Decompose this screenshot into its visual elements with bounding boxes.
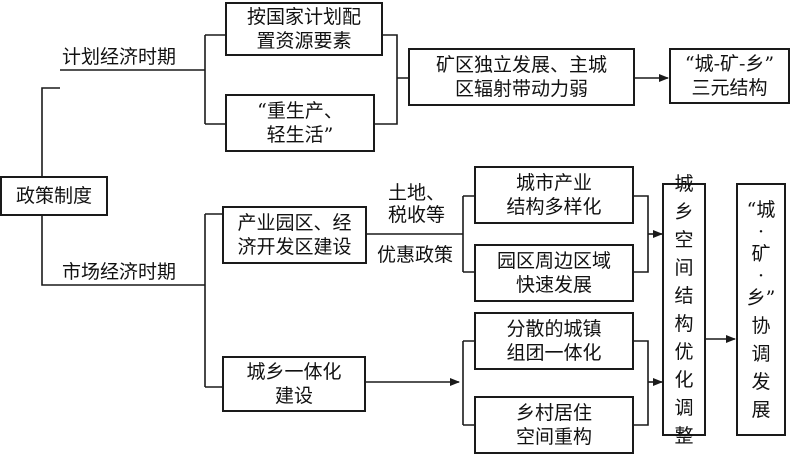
optimization-char-6: 构: [674, 312, 694, 335]
village-bracket-line: [462, 340, 474, 426]
coordinated-char-2: ·: [757, 220, 765, 243]
box-coordinated-development: “城 · 矿 · 乡” 协 调 发 展: [736, 183, 786, 436]
box-urban-rural-integration: 城乡一体化 建设: [222, 356, 366, 412]
box-dispersed-towns: 分散的城镇 组团一体化: [474, 312, 634, 370]
edge-label-preferential-policy: 优惠政策: [377, 244, 454, 266]
box-industrial-parks-line1: 产业园区、经: [237, 212, 352, 234]
optimization-char-9: 调: [674, 396, 694, 419]
edge-label-land-tax-line1: 土地、: [388, 182, 446, 204]
box-urban-rural-integration-line1: 城乡一体化: [246, 361, 342, 383]
coordinated-char-6: 协: [751, 314, 771, 337]
coordinated-char-8: 发: [751, 370, 771, 393]
box-mine-independent: 矿区独立发展、主城 区辐射带动力弱: [408, 48, 635, 106]
coordinated-char-5: 乡”: [746, 286, 776, 309]
box-village-restructure-line2: 空间重构: [515, 426, 592, 448]
box-spatial-optimization: 城 乡 空 间 结 构 优 化 调 整: [662, 173, 706, 447]
box-state-plan: 按国家计划配 置资源要素: [225, 2, 383, 56]
box-industrial-parks-line2: 济开发区建设: [237, 236, 352, 258]
box-park-surroundings-line1: 园区周边区域: [496, 250, 611, 272]
box-ternary-structure-line1: “城-矿-乡”: [684, 53, 775, 75]
coordinated-char-1: “城: [746, 198, 776, 221]
planned-period-label: 计划经济时期: [62, 46, 177, 68]
edge-label-land-tax: 土地、 税收等: [388, 182, 445, 226]
box-production-first-line2: 轻生活”: [266, 124, 334, 146]
box-dispersed-towns-line2: 组团一体化: [506, 342, 602, 364]
results-bracket-line: [462, 195, 474, 273]
box-ternary-structure-line2: 三元结构: [691, 77, 768, 99]
box-industrial-parks: 产业园区、经 济开发区建设: [222, 206, 367, 264]
box-mine-independent-line2: 区辐射带动力弱: [454, 78, 588, 100]
box-urban-rural-integration-line2: 建设: [274, 385, 313, 407]
box-production-first-line1: “重生产、: [257, 100, 343, 122]
results-merge-line: [634, 195, 649, 273]
optimization-char-5: 结: [674, 284, 694, 307]
box-ternary-structure: “城-矿-乡” 三元结构: [669, 48, 790, 104]
box-industry-diverse-line1: 城市产业: [515, 172, 592, 194]
coordinated-char-3: 矿: [751, 242, 771, 265]
box-policy-system: 政策制度: [0, 176, 108, 216]
box-industry-diverse: 城市产业 结构多样化: [474, 166, 634, 224]
box-dispersed-towns-line1: 分散的城镇: [506, 318, 602, 340]
coordinated-char-7: 调: [751, 342, 771, 365]
optimization-char-4: 间: [674, 256, 694, 279]
optimization-char-2: 乡: [674, 200, 694, 223]
box-village-restructure-line1: 乡村居住: [515, 402, 592, 424]
coordinated-char-9: 展: [751, 398, 771, 421]
box-policy-system-line1: 政策制度: [15, 185, 92, 207]
optimization-char-8: 化: [674, 368, 694, 391]
box-park-surroundings: 园区周边区域 快速发展: [474, 244, 634, 302]
edge-label-land-tax-line2: 税收等: [388, 204, 446, 226]
optimization-char-10: 整: [674, 424, 694, 447]
planned-merge-line: [375, 34, 408, 125]
box-village-restructure: 乡村居住 空间重构: [474, 396, 634, 454]
box-state-plan-line2: 置资源要素: [256, 30, 352, 52]
box-mine-independent-line1: 矿区独立发展、主城: [435, 54, 607, 76]
box-park-surroundings-line2: 快速发展: [515, 274, 592, 296]
box-industry-diverse-line2: 结构多样化: [506, 196, 602, 218]
village-merge-line: [634, 340, 649, 426]
box-state-plan-line1: 按国家计划配: [246, 6, 361, 28]
coordinated-char-4: ·: [757, 264, 765, 287]
box-production-first: “重生产、 轻生活”: [225, 94, 375, 152]
market-period-label: 市场经济时期: [62, 261, 177, 283]
optimization-char-3: 空: [674, 228, 694, 251]
optimization-char-7: 优: [674, 340, 694, 363]
optimization-char-1: 城: [674, 172, 694, 195]
